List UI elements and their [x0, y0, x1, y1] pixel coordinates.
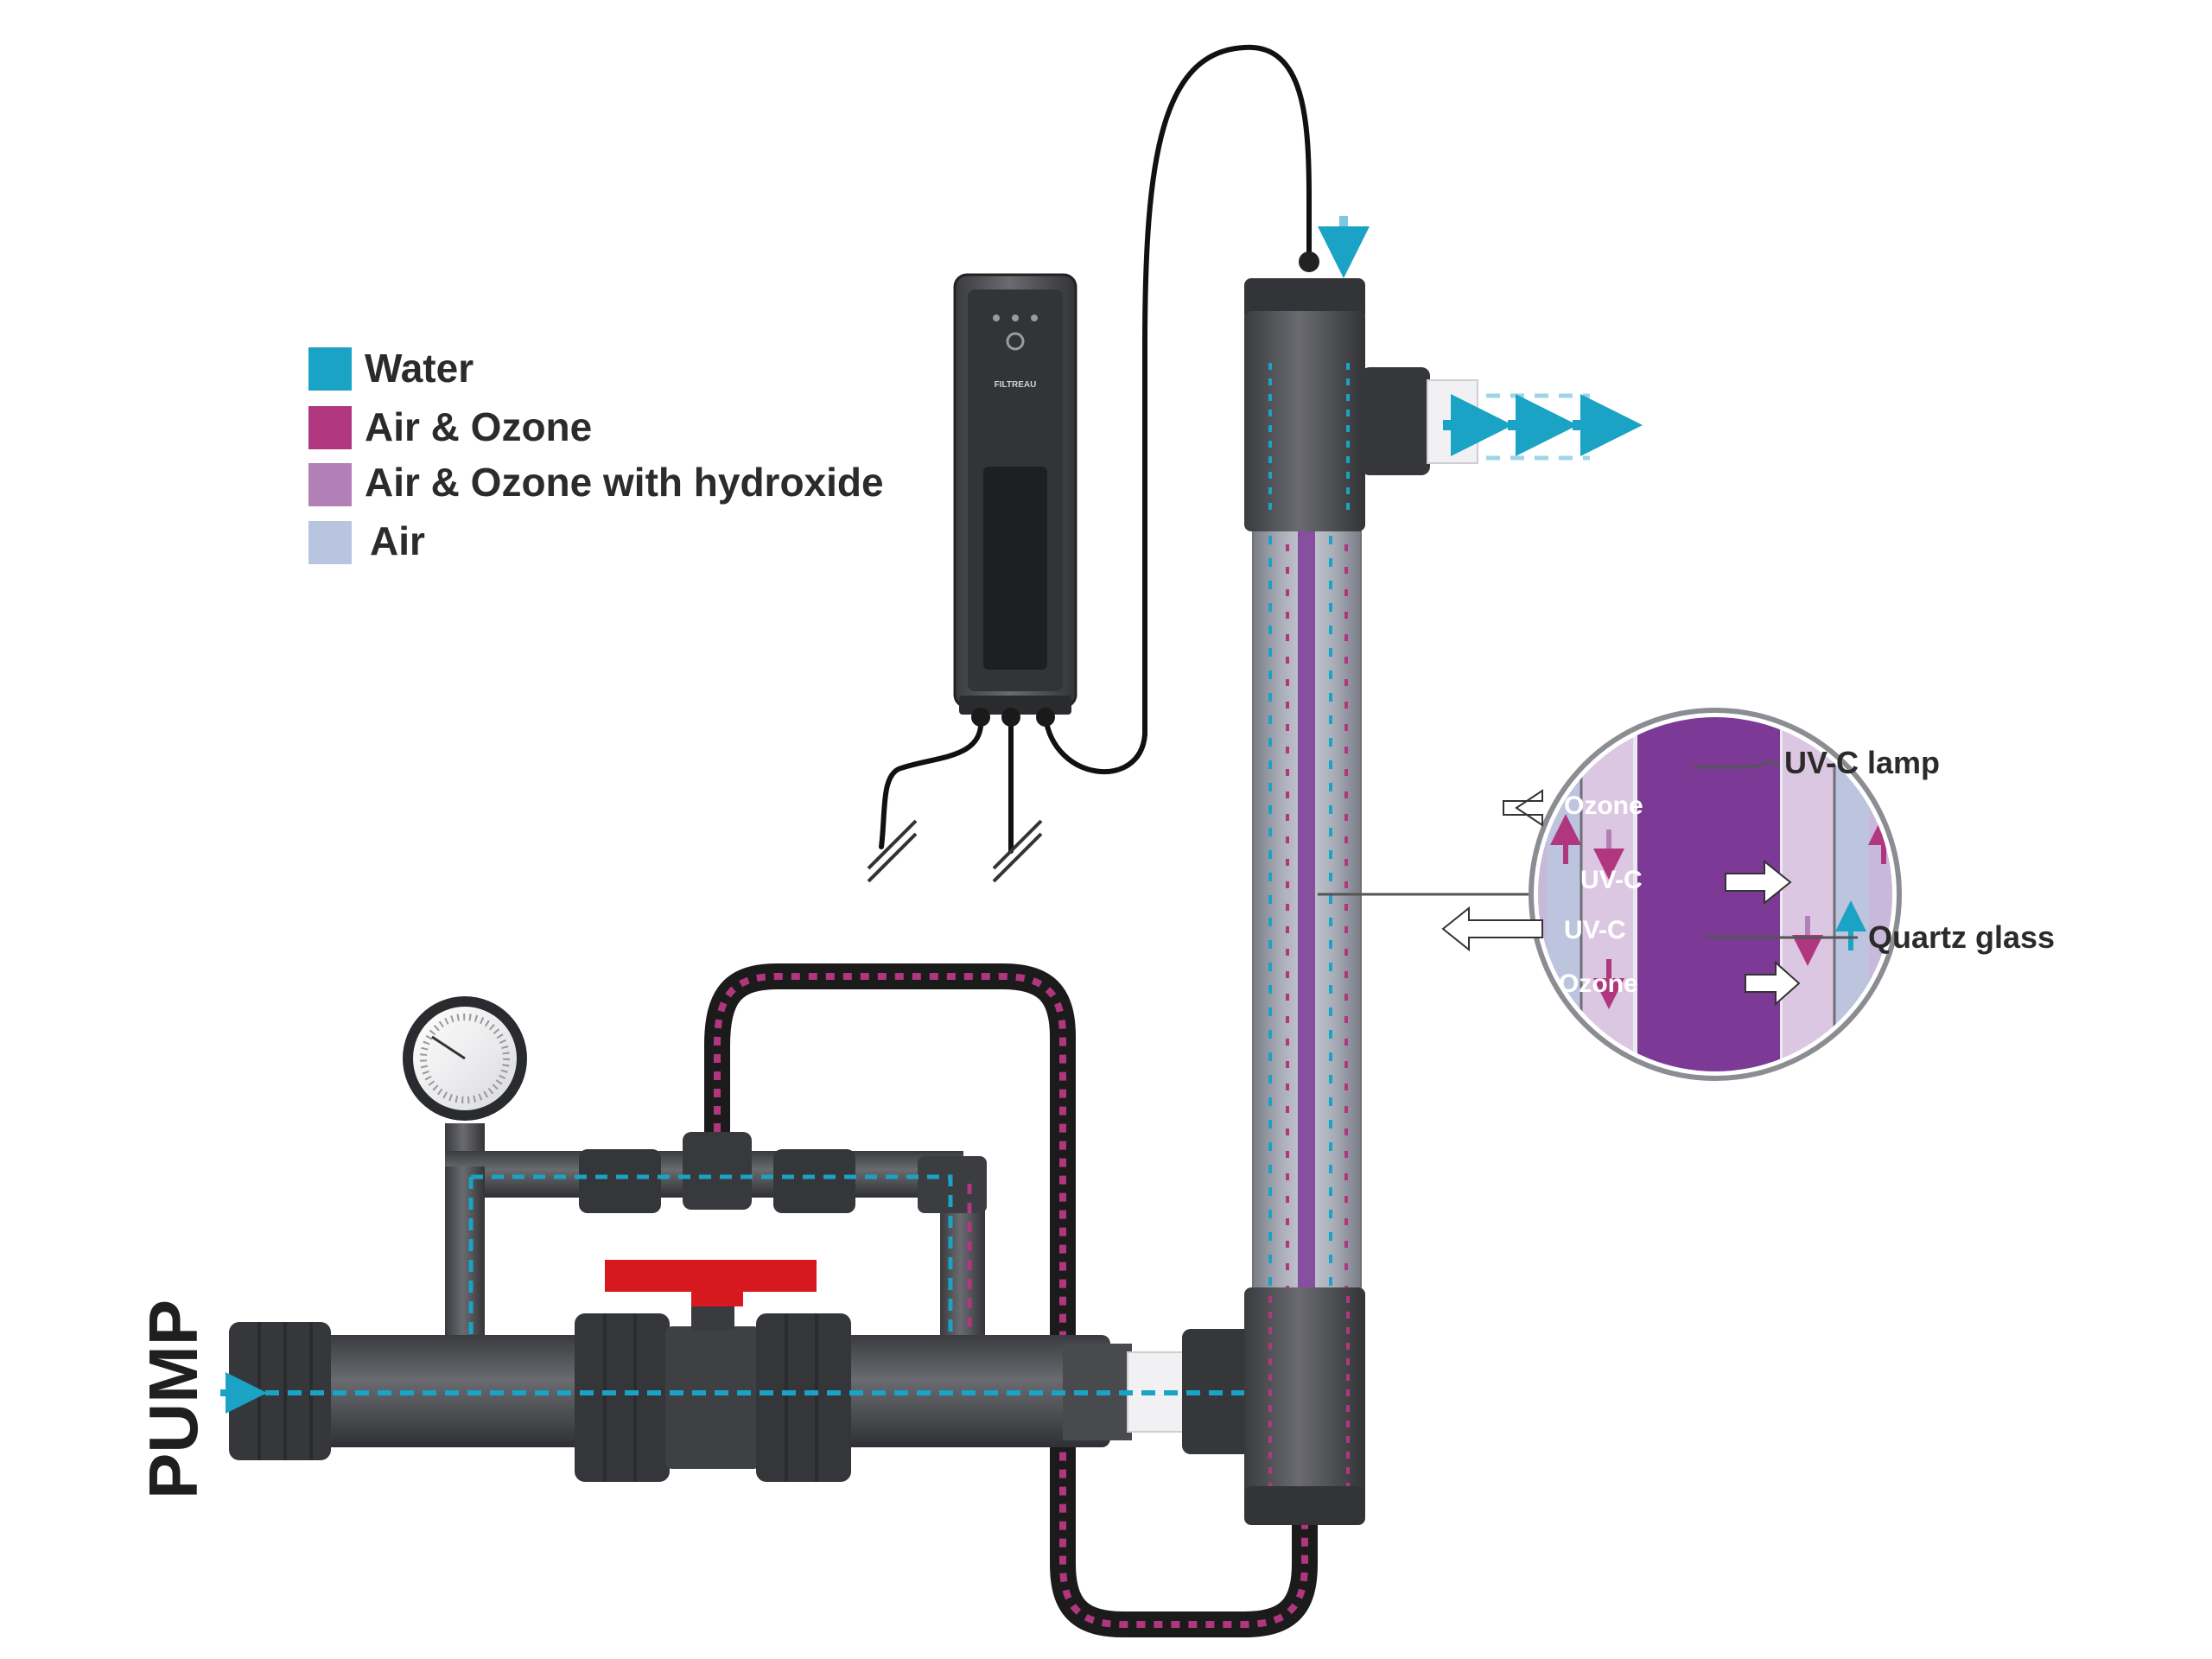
white-pipe-section — [1127, 1351, 1189, 1433]
reactor-top-cap — [1244, 278, 1365, 321]
venturi-injector — [683, 1132, 752, 1210]
reactor-flow-arrows — [1268, 536, 1348, 1296]
controller-display — [983, 467, 1047, 670]
outlet-flow-arrows — [1443, 393, 1643, 461]
indicator-light-3 — [1031, 315, 1038, 321]
uv-controller: FILTREAU — [953, 273, 1077, 727]
ball-valve-right-union — [756, 1313, 851, 1482]
reactor-top-housing — [1244, 311, 1365, 531]
reactor-bottom-cap — [1244, 1486, 1365, 1525]
manifold-left-drop — [445, 1166, 485, 1357]
mag-label-ozone-2: Ozone — [1559, 969, 1638, 998]
mag-left-hydroxide-zone — [1538, 717, 1547, 1071]
cable-gland-2 — [1001, 708, 1020, 727]
mag-label-ozone-1: Ozone — [1564, 791, 1643, 820]
legend-label-air: Air — [370, 518, 425, 563]
ball-valve-body — [665, 1326, 760, 1469]
legend-label-air-ozone: Air & Ozone — [365, 404, 592, 449]
outlet-union — [1361, 367, 1430, 475]
indicator-light-1 — [993, 315, 1000, 321]
lamp-cable-entry — [1299, 251, 1319, 272]
indicator-light-2 — [1012, 315, 1019, 321]
uv-lamp-core — [1298, 518, 1315, 1309]
uvc-lamp-callout-line — [1694, 759, 1772, 769]
pressure-gauge — [403, 996, 527, 1121]
lamp-magnifier: Ozone UV-C UV-C Ozone — [1441, 708, 1902, 1081]
quartz-glass-label: Quartz glass — [1868, 919, 2055, 955]
power-icon — [1006, 332, 1025, 351]
manifold-union-1 — [579, 1149, 661, 1213]
legend-label-air-ozone-hydroxide: Air & Ozone with hydroxide — [365, 460, 884, 505]
mag-label-uvc-1: UV-C — [1580, 866, 1643, 894]
mag-left-ozone-zone — [1581, 717, 1633, 1071]
brand-logo: FILTREAU — [995, 380, 1037, 390]
manifold-union-2 — [773, 1149, 855, 1213]
venturi-manifold — [445, 1123, 987, 1357]
inlet-union — [229, 1322, 331, 1460]
uvc-arrow-left — [1441, 906, 1543, 952]
ozone-arrow-left — [1503, 789, 1543, 827]
ball-valve-left-union — [575, 1313, 670, 1482]
power-cables — [879, 44, 1312, 854]
cable-gland-3 — [1036, 708, 1055, 727]
uvc-arrow-right — [1725, 859, 1792, 906]
main-inlet-pipe — [220, 1260, 1262, 1482]
legend-swatch-air-ozone-hydroxide — [308, 463, 352, 506]
mag-label-uvc-2: UV-C — [1564, 916, 1626, 944]
legend-swatch-air — [308, 521, 352, 564]
ozone-return-hose — [704, 963, 1318, 1637]
ozone-arrow-right — [1745, 960, 1801, 1007]
mag-left-air-zone — [1547, 717, 1581, 1071]
valve-handle — [605, 1260, 817, 1306]
cable-break-marks — [867, 819, 1043, 883]
uvc-lamp-label: UV-C lamp — [1784, 745, 1940, 780]
pump-label: PUMP — [135, 1300, 212, 1499]
legend-label-water: Water — [365, 346, 474, 391]
legend-swatch-air-ozone — [308, 406, 352, 449]
legend: Water Air & Ozone Air & Ozone with hydro… — [308, 346, 884, 564]
reactor-bottom-housing — [1244, 1287, 1365, 1508]
legend-swatch-water — [308, 347, 352, 391]
mag-uvc-lamp — [1637, 717, 1780, 1071]
mag-right-ozone-zone — [1783, 717, 1834, 1071]
cable-gland-1 — [971, 708, 990, 727]
uv-reactor — [1244, 216, 1478, 1525]
